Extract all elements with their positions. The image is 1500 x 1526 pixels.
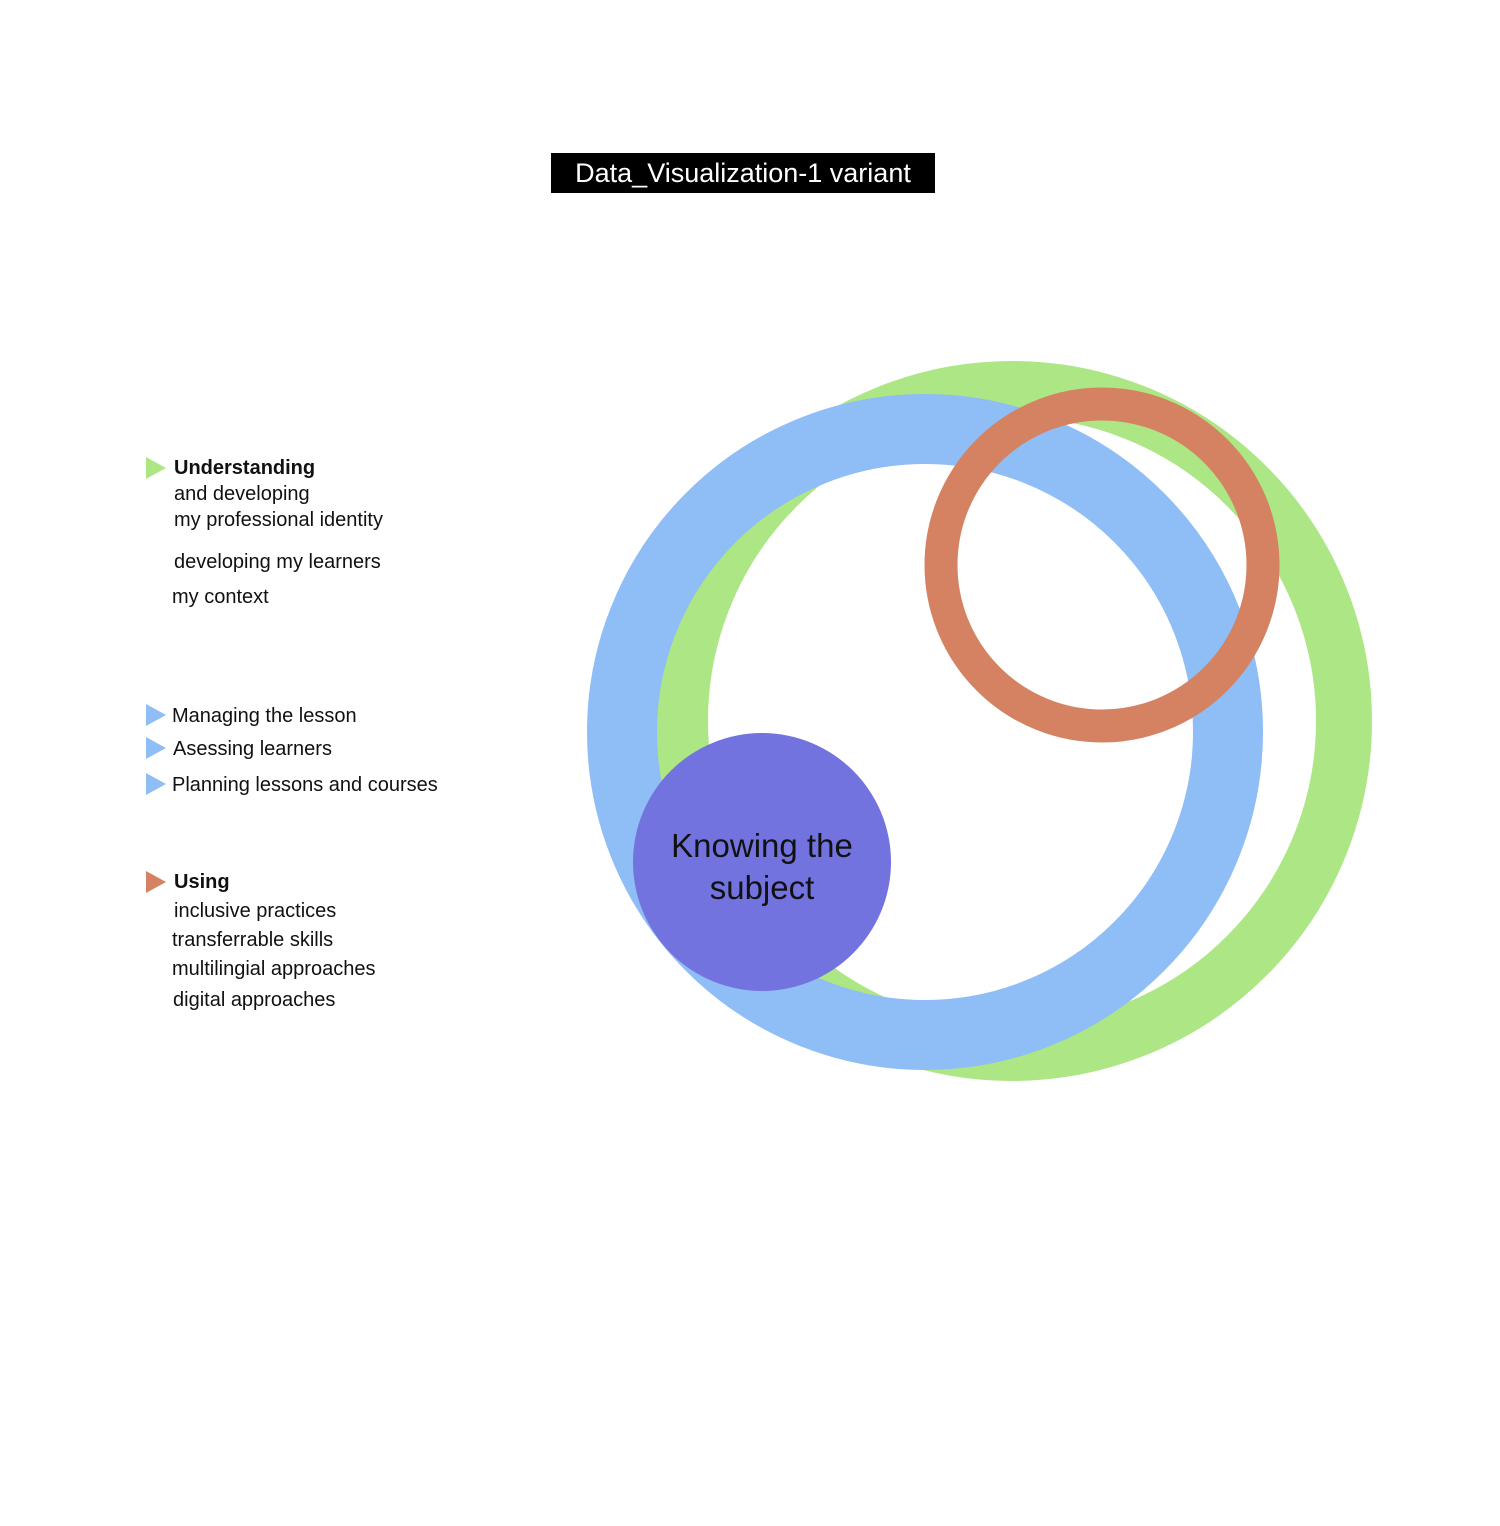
legend-understanding-line-4: my context <box>172 586 269 608</box>
legend-understanding-heading: Understanding <box>174 457 316 479</box>
legend-using-line-1: inclusive practices <box>174 900 337 922</box>
legend-understanding-line-3: developing my learners <box>174 551 381 573</box>
purple-disc <box>633 733 891 991</box>
orange-triangle-icon <box>146 871 166 893</box>
orange-ring <box>924 387 1280 743</box>
center-label-line-2: subject <box>709 869 815 906</box>
knowing-the-subject-label: Knowing the subject <box>633 825 891 909</box>
legend-understanding-line-2: my professional identity <box>174 509 383 531</box>
blue-triangle-icon <box>146 704 166 726</box>
center-label-line-1: Knowing the <box>671 827 853 864</box>
blue-triangle-icon <box>146 737 166 759</box>
legend-using-line-4: digital approaches <box>173 989 336 1011</box>
legend-managing-item-3: Planning lessons and courses <box>172 774 438 796</box>
legend-managing-item-2: Asessing learners <box>173 738 332 760</box>
legend-managing-item-1: Managing the lesson <box>172 705 357 727</box>
legend-using-line-2: transferrable skills <box>172 929 334 951</box>
blue-ring <box>587 394 1263 1070</box>
blue-triangle-icon <box>146 773 166 795</box>
diagram-title: Data_Visualization-1 variant <box>551 153 935 193</box>
legend-using-line-3: multilingial approaches <box>172 958 376 980</box>
legend-using-heading: Using <box>174 871 230 893</box>
green-triangle-icon <box>146 457 166 479</box>
legend-understanding-line-1: and developing <box>174 483 310 505</box>
